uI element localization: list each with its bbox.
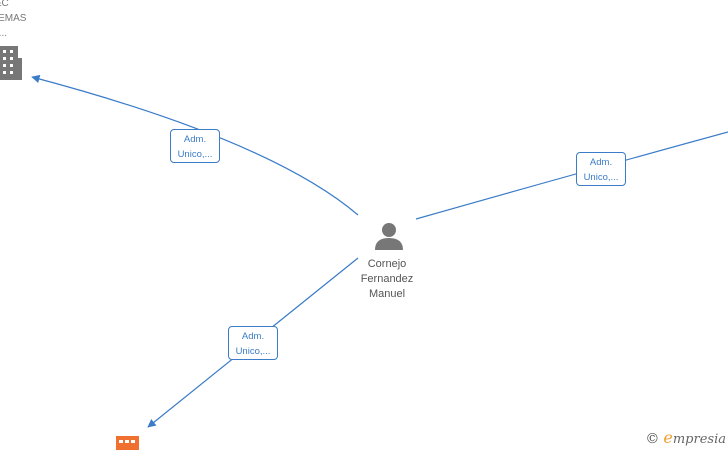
building-icon[interactable] (116, 436, 139, 450)
edge-line-right (415, 131, 728, 220)
brand-name: mpresia (672, 432, 726, 447)
edge-label-role: Adm. (183, 134, 207, 145)
edge-label-bottom-left[interactable]: Adm. Unico,... (228, 326, 278, 360)
edge-label-role: Adm. (589, 157, 613, 168)
edge-label-right[interactable]: Adm. Unico,... (576, 152, 626, 186)
person-name-line: Manuel (368, 288, 406, 300)
person-name-line: Fernandez (360, 273, 414, 285)
edge-label-role-detail: Unico,... (235, 346, 271, 357)
company-name-line: I&C (0, 0, 9, 9)
copyright-icon: © (645, 431, 660, 447)
building-icon[interactable] (0, 46, 22, 80)
edge-label-role: Adm. (241, 331, 265, 342)
company-name-line: TEMAS (0, 13, 27, 24)
person-name-line: Cornejo (367, 258, 407, 270)
company-name-top-left[interactable]: I&C TEMAS E... (0, 0, 42, 41)
brand-initial: e (663, 428, 673, 447)
edge-label-role-detail: Unico,... (583, 172, 619, 183)
empresia-watermark: ©empresia (645, 428, 726, 447)
edge-label-role-detail: Unico,... (177, 149, 213, 160)
person-icon[interactable] (375, 223, 403, 250)
edge-label-top-left[interactable]: Adm. Unico,... (170, 129, 220, 163)
person-name[interactable]: Cornejo Fernandez Manuel (347, 257, 427, 302)
company-name-line: E... (0, 28, 8, 39)
edge-line-top-left (31, 74, 359, 216)
